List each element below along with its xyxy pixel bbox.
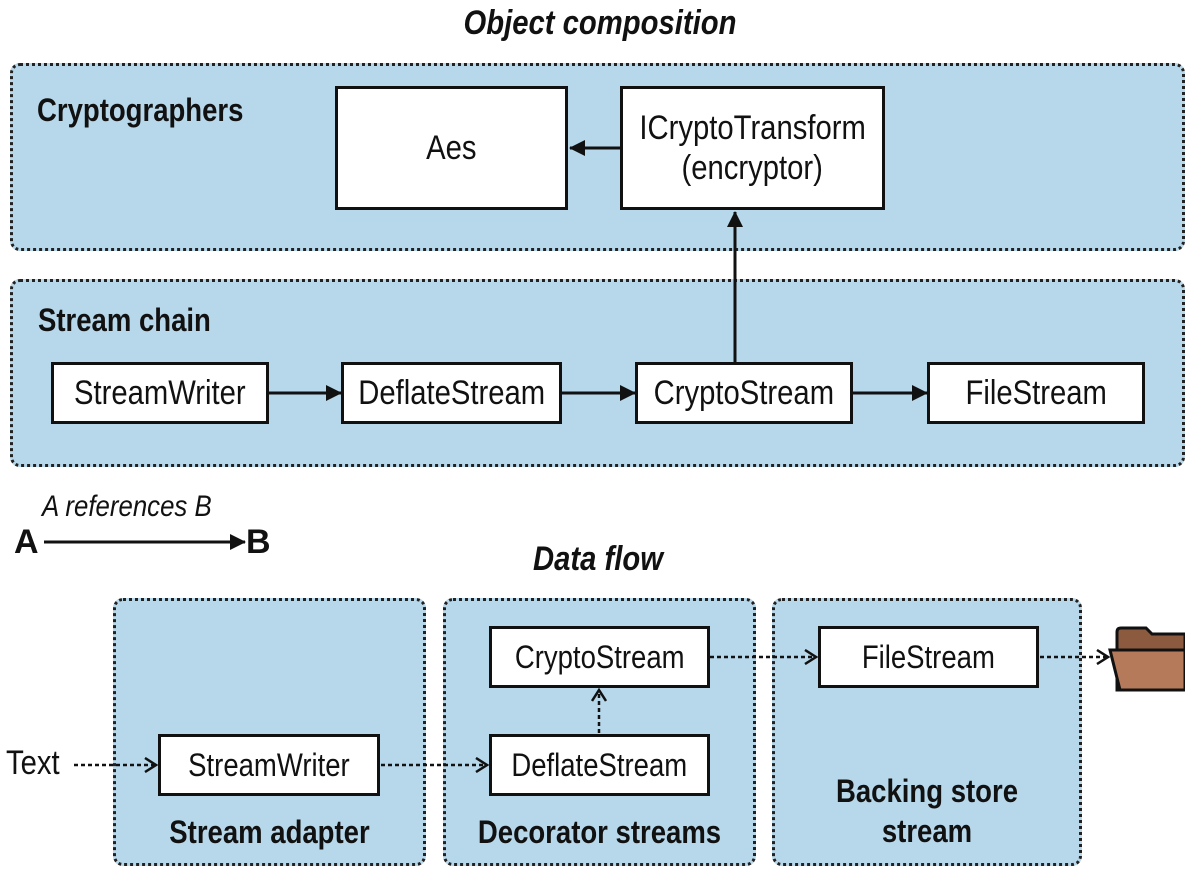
stream-chain-label: Stream chain: [38, 302, 211, 338]
icryptotransform-box: ICryptoTransform (encryptor): [620, 86, 885, 210]
backing-store-label-line1: Backing store: [836, 773, 1018, 809]
cryptographers-label: Cryptographers: [37, 92, 244, 128]
flow-streamwriter-label: StreamWriter: [188, 747, 350, 783]
flow-deflatestream-box: DeflateStream: [489, 734, 710, 796]
legend-a: A: [14, 523, 39, 561]
legend-b: B: [246, 523, 271, 561]
aes-box: Aes: [335, 86, 568, 210]
text-input-label: Text: [6, 744, 60, 782]
flow-deflatestream-label: DeflateStream: [511, 747, 688, 783]
chain-deflatestream-label: DeflateStream: [358, 374, 545, 412]
flow-cryptostream-label: CryptoStream: [514, 639, 685, 675]
chain-cryptostream-label: CryptoStream: [653, 374, 835, 412]
cryptographers-panel: [10, 63, 1185, 251]
aes-label: Aes: [426, 129, 477, 167]
chain-cryptostream-box: CryptoStream: [635, 362, 853, 424]
icryptotransform-label: ICryptoTransform: [639, 109, 866, 147]
stream-adapter-panel: [113, 598, 426, 866]
flow-filestream-label: FileStream: [861, 639, 996, 675]
backing-store-label-line2: stream: [881, 813, 973, 849]
chain-filestream-box: FileStream: [927, 362, 1145, 424]
flow-filestream-box: FileStream: [818, 626, 1039, 688]
decorator-streams-label: Decorator streams: [477, 814, 722, 850]
data-flow-title: Data flow: [533, 540, 663, 578]
chain-streamwriter-label: StreamWriter: [74, 374, 246, 412]
chain-streamwriter-box: StreamWriter: [51, 362, 269, 424]
folder-icon: [1108, 626, 1185, 692]
chain-deflatestream-box: DeflateStream: [341, 362, 562, 424]
flow-cryptostream-box: CryptoStream: [489, 626, 710, 688]
legend-caption: A references B: [42, 490, 212, 523]
object-composition-title: Object composition: [463, 4, 737, 42]
chain-filestream-label: FileStream: [965, 374, 1107, 412]
encryptor-label: (encryptor): [681, 149, 824, 187]
stream-adapter-label: Stream adapter: [169, 814, 370, 850]
flow-streamwriter-box: StreamWriter: [158, 734, 380, 796]
